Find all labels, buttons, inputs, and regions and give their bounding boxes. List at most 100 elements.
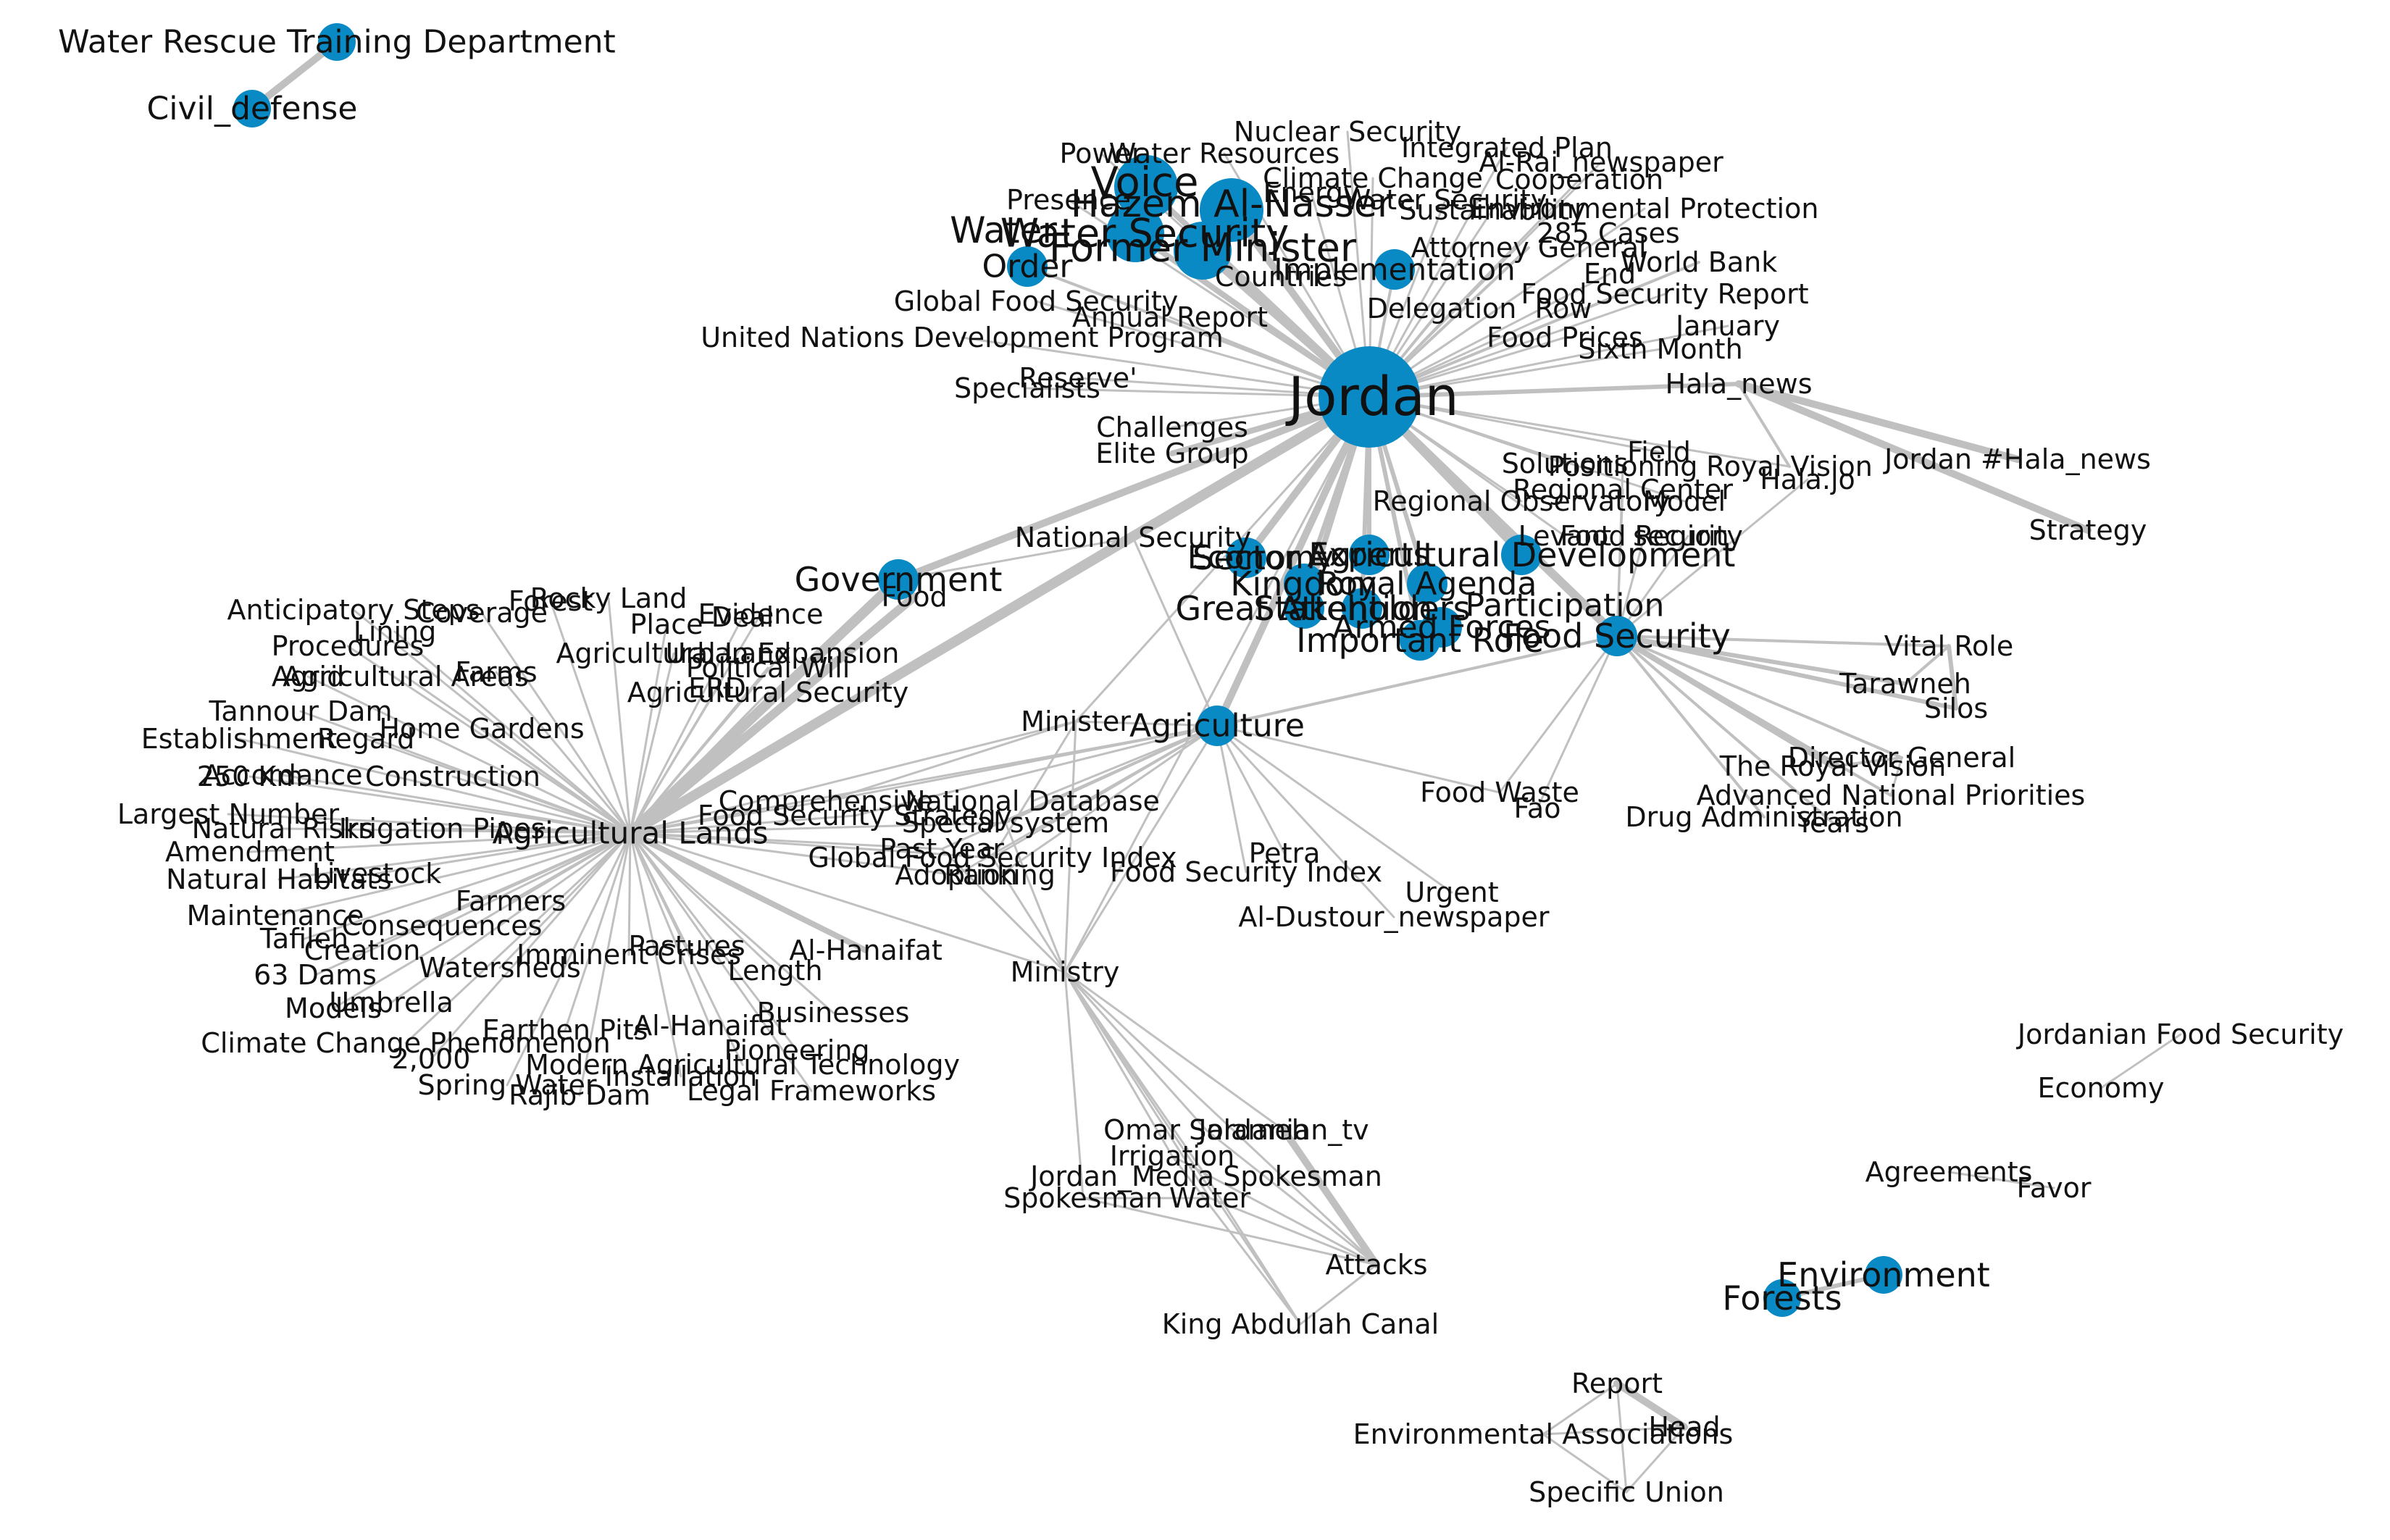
node-voice[interactable] [1114, 155, 1178, 219]
edge-food_security--fao [1536, 635, 1618, 810]
label-agri-land: Agricultural Land [556, 637, 791, 669]
node-water-rescue[interactable] [318, 23, 356, 61]
node-government[interactable] [878, 559, 919, 600]
label-anticipatory: Anticipatory Steps [227, 594, 480, 626]
label-drug-admin: Drug Administration [1625, 801, 1902, 833]
node-civil-defense[interactable] [233, 90, 271, 127]
label-length: Length [727, 955, 822, 987]
node-stakeholders[interactable] [1342, 588, 1382, 629]
edge-agriculture--ranking [998, 724, 1219, 876]
node-royal-agenda[interactable] [1407, 564, 1447, 604]
label-evidence: Evidence [698, 598, 824, 630]
edge-food_security--silos [1615, 634, 1958, 711]
label-integrated: Integrated Plan [1401, 132, 1613, 164]
label-implementation: Implementation [1274, 252, 1516, 288]
label-great-attention: Great Attention [1176, 589, 1433, 628]
label-reserve: Reserve' [1019, 362, 1137, 394]
edge-agri_lands--establishment [238, 737, 632, 834]
label-jordanian-tv: Jordanian_tv [1197, 1114, 1369, 1146]
label-experts: Experts [1308, 537, 1429, 574]
edge-agri_lands--modern_agri [629, 832, 744, 1066]
edge-hala_news--strategy [1735, 380, 2092, 534]
label-order: Order [982, 248, 1073, 285]
node-implementation[interactable] [1374, 249, 1415, 290]
label-regard: Regard [317, 723, 415, 755]
node-agriculture[interactable] [1197, 706, 1237, 746]
label-ranking: Ranking [944, 859, 1056, 891]
label-water-security: Water Security [1000, 211, 1290, 256]
label-climate-change: Climate Change [1263, 162, 1483, 194]
label-past-year: Past Year [879, 833, 1004, 865]
label-head: Head [1648, 1411, 1720, 1443]
edge-minister--ministry [1064, 720, 1077, 974]
label-creation: Creation [304, 934, 421, 966]
edge-jordan--minister [1074, 396, 1371, 723]
node-sector[interactable] [1226, 537, 1266, 578]
edge-agri_lands--ministry [629, 832, 1066, 974]
edge-jordanian_fs--economy2 [2099, 1033, 2182, 1089]
label-cooperation: Cooperation [1495, 164, 1663, 196]
node-food-security[interactable] [1597, 616, 1637, 656]
label-sustainability: Sustainability [1399, 194, 1585, 226]
edge-jordanian_tv--attacks [1280, 1126, 1380, 1268]
label-63dams: 63 Dams [254, 959, 377, 991]
edge-ministry--irrigation [1064, 971, 1174, 1158]
edge-agri_lands--spring_water [506, 832, 632, 1087]
node-former-minister[interactable] [1174, 222, 1232, 280]
edge-minister--global_fsi [991, 720, 1077, 859]
node-agri-dev[interactable] [1501, 535, 1542, 575]
label-farmers: Farmers [456, 885, 566, 917]
node-armed-forces[interactable] [1421, 607, 1462, 648]
edge-agri_lands--anticipatory [352, 608, 632, 834]
label-jordan-hala: Jordan #Hala_news [1883, 443, 2151, 475]
edge-agri_lands--farms [495, 671, 632, 834]
label-food: Food [881, 581, 947, 613]
edge-agri_lands--forest [549, 600, 632, 834]
label-jordanian-fs: Jordanian Food Security [2016, 1018, 2344, 1050]
label-env-associations: Environmental Associations [1353, 1418, 1734, 1450]
label-minister: Minister [1021, 706, 1131, 737]
label-challenges: Challenges [1096, 411, 1248, 443]
label-civil-defense: Civil_defense [147, 91, 358, 127]
edge-head--env_associations [1542, 1426, 1686, 1436]
edge-agri_lands--pioneering [629, 832, 798, 1052]
node-experts[interactable] [1349, 535, 1390, 575]
label-national-security: National Security [1015, 522, 1251, 553]
edge-food_security--agriculture [1216, 635, 1618, 727]
label-comprehensive: Comprehensive [719, 785, 934, 817]
node-environment[interactable] [1865, 1256, 1902, 1294]
edge-jordan--fsr [1368, 293, 1666, 398]
node-jordan[interactable] [1319, 346, 1420, 448]
label-imminent: Imminent Crises [517, 939, 741, 971]
node-water-security[interactable] [1106, 204, 1164, 262]
node-order[interactable] [1007, 246, 1048, 287]
label-procedures: Procedures [272, 630, 425, 662]
label-amendment: Amendment [165, 836, 335, 868]
label-world-bank: World Bank [1621, 246, 1777, 278]
edge-ministry--attacks [1064, 971, 1378, 1266]
label-climate-phenomenon: Climate Change Phenomenon [201, 1027, 610, 1059]
label-lining: Lining [354, 616, 437, 648]
label-omar: Omar Salameh [1103, 1114, 1309, 1146]
label-farms: Farms [455, 656, 537, 688]
label-coverage: Coverage [416, 597, 548, 629]
node-great-attention[interactable] [1284, 588, 1324, 629]
label-levant: Levant [1518, 520, 1612, 552]
label-regional-obs: Regional Observatory [1373, 485, 1671, 517]
label-sector: Sector [1192, 538, 1300, 577]
edge-agri_lands--rocky_land [607, 597, 632, 834]
label-row: Row [1534, 293, 1592, 325]
edge-vital_role--silos [1947, 644, 1958, 711]
edge-agri_lands--special_system [629, 821, 1007, 834]
label-urgent: Urgent [1405, 876, 1498, 908]
label-royal-agenda: Royal Agenda [1318, 566, 1537, 603]
edge-director--adv_priorities [1889, 756, 1903, 797]
label-favor: Favor [2016, 1172, 2091, 1204]
edge-agri_lands--rajib_dam [578, 832, 632, 1097]
edge-jordan--undp [961, 336, 1371, 398]
label-economy-k: Economy [1187, 540, 1334, 577]
node-forests[interactable] [1763, 1279, 1801, 1317]
edge-agri_lands--lining [393, 630, 632, 834]
edge-report--head [1613, 1380, 1688, 1431]
